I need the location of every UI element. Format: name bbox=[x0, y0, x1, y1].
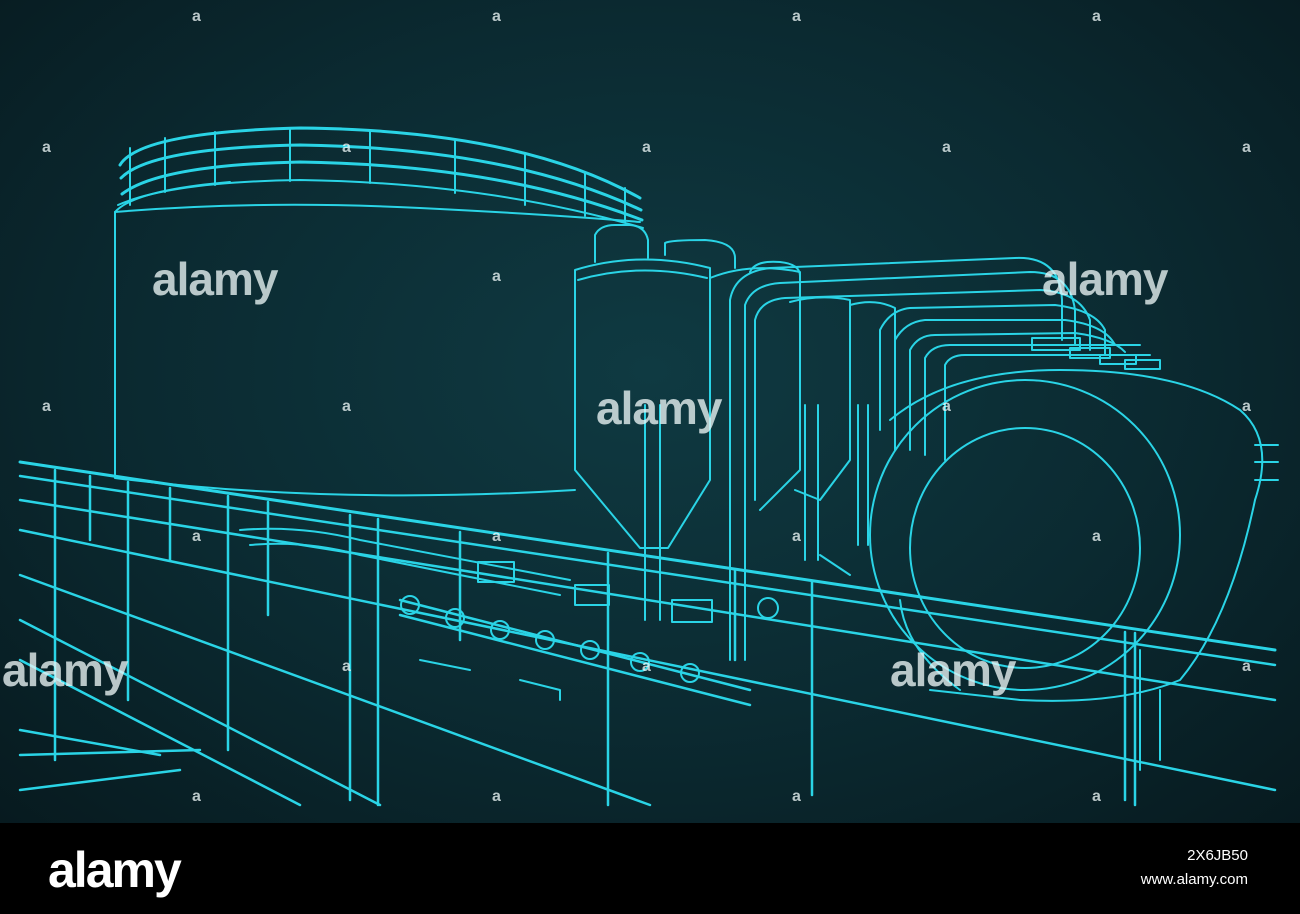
watermark-letter: a bbox=[792, 528, 801, 545]
silos bbox=[574, 224, 896, 621]
watermark-letter: a bbox=[1092, 788, 1101, 805]
watermark-brand: alamy bbox=[596, 382, 722, 434]
watermark-letter: a bbox=[1092, 528, 1101, 545]
watermark-letter: a bbox=[492, 528, 501, 545]
watermark-letter: a bbox=[42, 398, 51, 415]
watermark-letter: a bbox=[1092, 8, 1101, 25]
watermark-brand: alamy bbox=[152, 253, 278, 305]
watermark-letter: a bbox=[1242, 139, 1251, 156]
watermark-letter: a bbox=[642, 658, 651, 675]
watermark-letter: a bbox=[792, 788, 801, 805]
blueprint-drawing bbox=[18, 126, 1279, 807]
watermark-letter: a bbox=[492, 788, 501, 805]
watermark-letter: a bbox=[492, 268, 501, 285]
watermark-brand: alamy bbox=[2, 644, 128, 696]
watermark-letter: a bbox=[492, 8, 501, 25]
platform-railing bbox=[18, 460, 1277, 807]
horizontal-tank bbox=[869, 369, 1279, 771]
alamy-logo: alamy bbox=[48, 842, 182, 898]
pipe-bundle bbox=[729, 256, 1161, 661]
watermark-letter: a bbox=[942, 139, 951, 156]
watermark-letter: a bbox=[642, 139, 651, 156]
watermark-letter: a bbox=[792, 8, 801, 25]
watermark-letter: a bbox=[942, 398, 951, 415]
watermark-letter: a bbox=[342, 139, 351, 156]
watermark-letter: a bbox=[192, 8, 201, 25]
watermark-letter: a bbox=[192, 528, 201, 545]
watermark-letter: a bbox=[1242, 658, 1251, 675]
watermark-brand: alamy bbox=[890, 644, 1016, 696]
watermark-letter: a bbox=[192, 788, 201, 805]
stock-footer: alamy 2X6JB50 www.alamy.com bbox=[0, 823, 1300, 914]
blueprint-illustration: a a a a a a a a a a a a a a a a a a a a … bbox=[0, 0, 1300, 823]
watermark-letter: a bbox=[342, 658, 351, 675]
watermark-letter: a bbox=[342, 398, 351, 415]
storage-tank bbox=[114, 126, 644, 497]
site-url: www.alamy.com bbox=[1140, 871, 1248, 888]
watermark-letter: a bbox=[1242, 398, 1251, 415]
watermark-brand: alamy bbox=[1042, 253, 1168, 305]
image-id: 2X6JB50 bbox=[1187, 847, 1248, 864]
watermark-letter: a bbox=[42, 139, 51, 156]
